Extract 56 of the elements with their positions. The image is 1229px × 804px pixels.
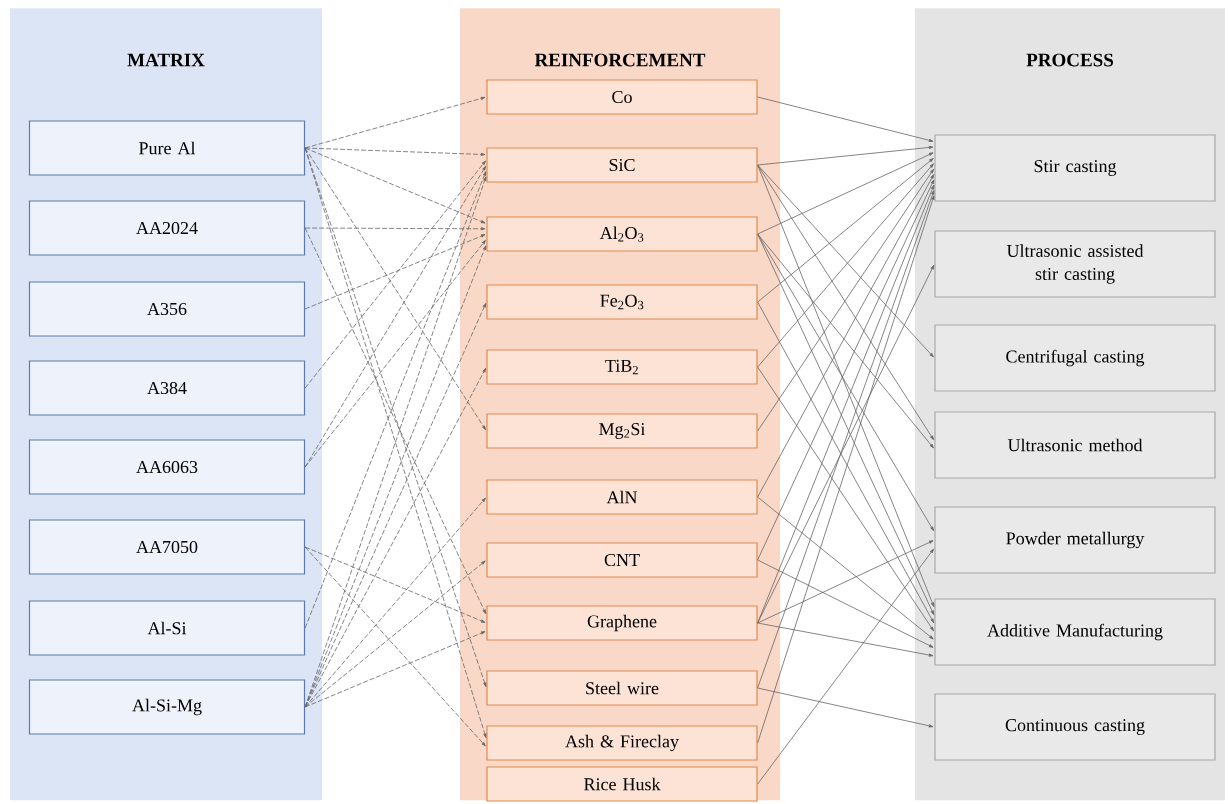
arrow xyxy=(304,631,486,708)
reinforcement-box: Ash & Fireclay xyxy=(486,725,758,761)
reinforcement-box: Steel wire xyxy=(486,670,758,706)
arrow xyxy=(757,233,935,532)
arrow xyxy=(757,145,934,166)
arrow xyxy=(304,367,487,708)
arrow xyxy=(757,622,934,657)
reinforcement-box: AlN xyxy=(486,479,758,515)
arrow xyxy=(757,158,934,303)
arrow xyxy=(304,147,486,431)
matrix-box: AA2024 xyxy=(28,200,306,256)
process-box: Additive Manufacturing xyxy=(934,598,1216,666)
reinforcement-box: Rice Husk xyxy=(486,766,758,802)
matrix-box: Al-Si-Mg xyxy=(28,679,306,735)
arrow xyxy=(304,239,486,468)
arrow xyxy=(304,147,486,224)
arrow xyxy=(304,171,487,629)
matrix-box: AA7050 xyxy=(28,519,306,575)
reinforcement-box: Mg$_{2}$Si xyxy=(486,413,758,449)
process-box: Ultrasonic method xyxy=(934,411,1216,479)
arrow xyxy=(757,96,934,142)
arrow xyxy=(757,152,934,235)
arrow xyxy=(757,233,934,449)
arrow xyxy=(304,497,486,708)
process-box: Centrifugal casting xyxy=(934,324,1216,392)
arrow xyxy=(304,227,486,231)
arrow xyxy=(304,546,486,747)
arrow xyxy=(304,234,486,310)
arrow xyxy=(757,687,934,728)
process-box: Continuous casting xyxy=(934,693,1216,761)
matrix-box: A356 xyxy=(28,281,306,337)
matrix-box: Al-Si xyxy=(28,600,306,656)
arrow xyxy=(757,559,934,648)
reinforcement-box: SiC xyxy=(486,147,758,183)
reinforcement-box: CNT xyxy=(486,542,758,578)
reinforcement-box: TiB$_{2}$ xyxy=(486,349,758,385)
arrow xyxy=(304,160,486,389)
process-box: Ultrasonic assisted stir casting xyxy=(934,230,1216,298)
arrow xyxy=(757,366,934,632)
matrix-box: A384 xyxy=(28,360,306,416)
reinforcement-box: Co xyxy=(486,79,758,115)
arrow xyxy=(304,147,486,156)
arrow xyxy=(757,540,934,624)
arrow xyxy=(304,560,486,708)
matrix-box: AA6063 xyxy=(28,439,306,495)
arrow xyxy=(757,174,935,498)
reinforcement-box: Al$_{2}$O$_{3}$ xyxy=(486,216,758,252)
process-box: Stir casting xyxy=(934,134,1216,202)
arrow xyxy=(304,227,487,615)
process-box: Powder metallurgy xyxy=(934,506,1216,574)
reinforcement-box: Fe$_{2}$O$_{3}$ xyxy=(486,284,758,320)
arrow xyxy=(757,496,934,640)
arrow xyxy=(757,548,934,785)
arrow xyxy=(304,546,486,623)
matrix-box: Pure Al xyxy=(28,120,306,176)
reinforcement-box: Graphene xyxy=(486,605,758,641)
